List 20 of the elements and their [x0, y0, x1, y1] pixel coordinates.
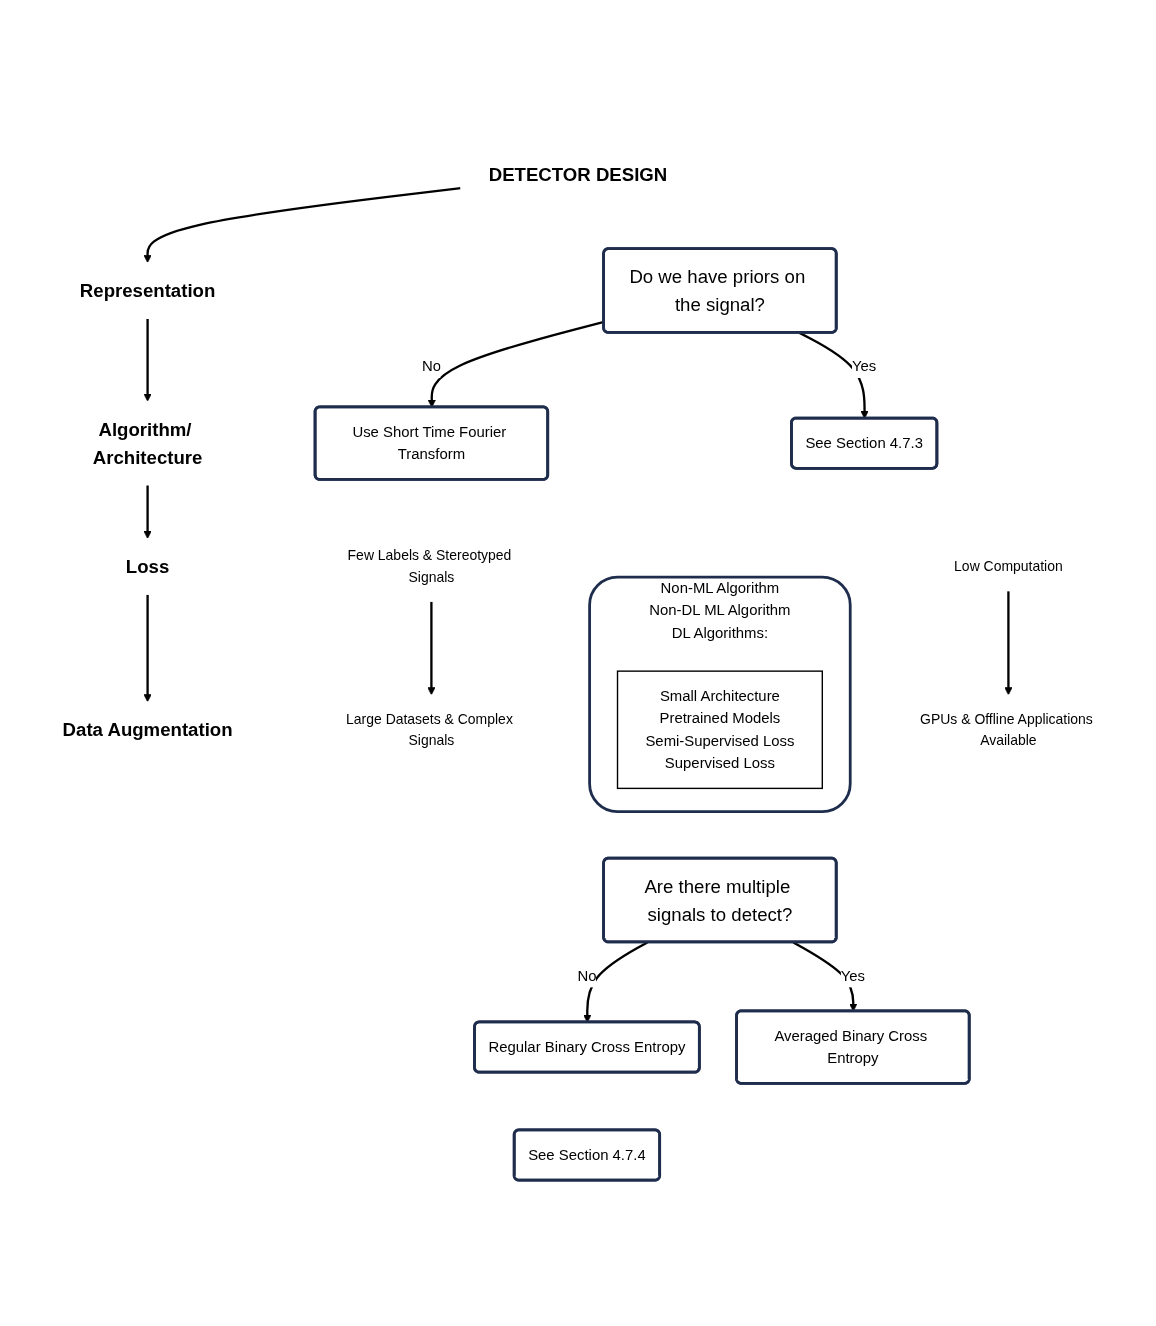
arrow [143, 594, 152, 702]
arrow [143, 318, 152, 402]
arrow [1004, 590, 1013, 695]
node-text: Few Labels & Stereotyped Signals [347, 547, 512, 584]
node-text: Algorithm/ Architecture [92, 418, 203, 468]
node-text: Data Augmentation [62, 719, 233, 740]
arrow [143, 484, 152, 539]
node-box: Small Architecture Pretrained Models Semi-Supervised Loss Supervised Loss [616, 670, 823, 789]
node-text: Large Datasets & Complex Signals [346, 710, 513, 748]
edge-label: No [577, 967, 597, 984]
node-text: GPUs & Offline Applications Available [920, 710, 1093, 748]
edge-label: Yes [852, 358, 877, 375]
edge-label: Yes [840, 967, 866, 984]
node-text: DETECTOR DESIGN [488, 163, 668, 185]
arrow [143, 186, 461, 263]
node-text: Low Computation [954, 557, 1063, 574]
edge-label: No [421, 358, 441, 375]
node-text: Loss [125, 555, 170, 577]
node-text: Representation [79, 280, 216, 301]
arrow [427, 601, 436, 695]
